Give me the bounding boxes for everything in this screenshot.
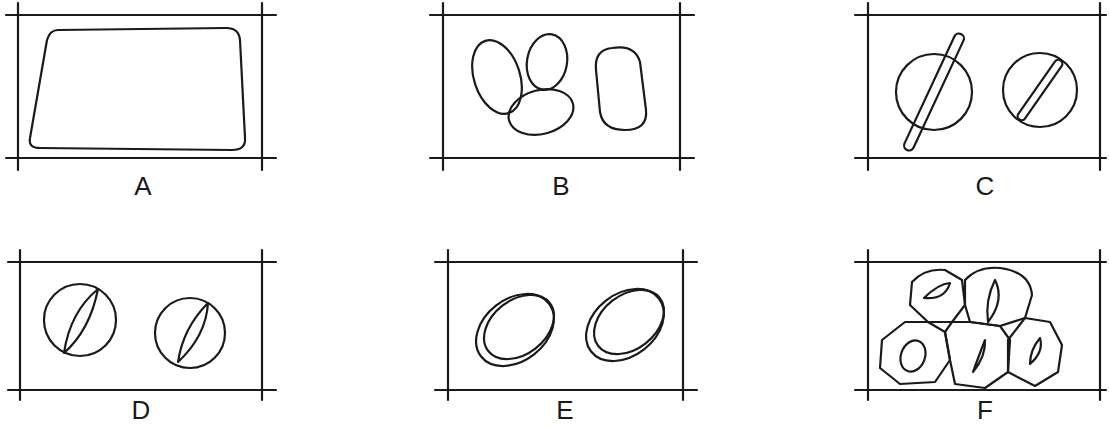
panel-letter: B [552, 173, 569, 199]
panel-letter: A [134, 173, 151, 199]
panel-letter: E [556, 397, 573, 423]
separate-cells [463, 31, 646, 142]
panel-letter: D [132, 397, 151, 423]
disc-cells [462, 274, 678, 381]
panel-letter: C [976, 173, 995, 199]
panel-letter: F [977, 397, 993, 423]
banded-cells [896, 32, 1077, 152]
lens-cells [44, 284, 225, 368]
large-cell [30, 28, 245, 150]
panel-frames [6, 3, 1106, 400]
cell-cluster [880, 268, 1062, 388]
